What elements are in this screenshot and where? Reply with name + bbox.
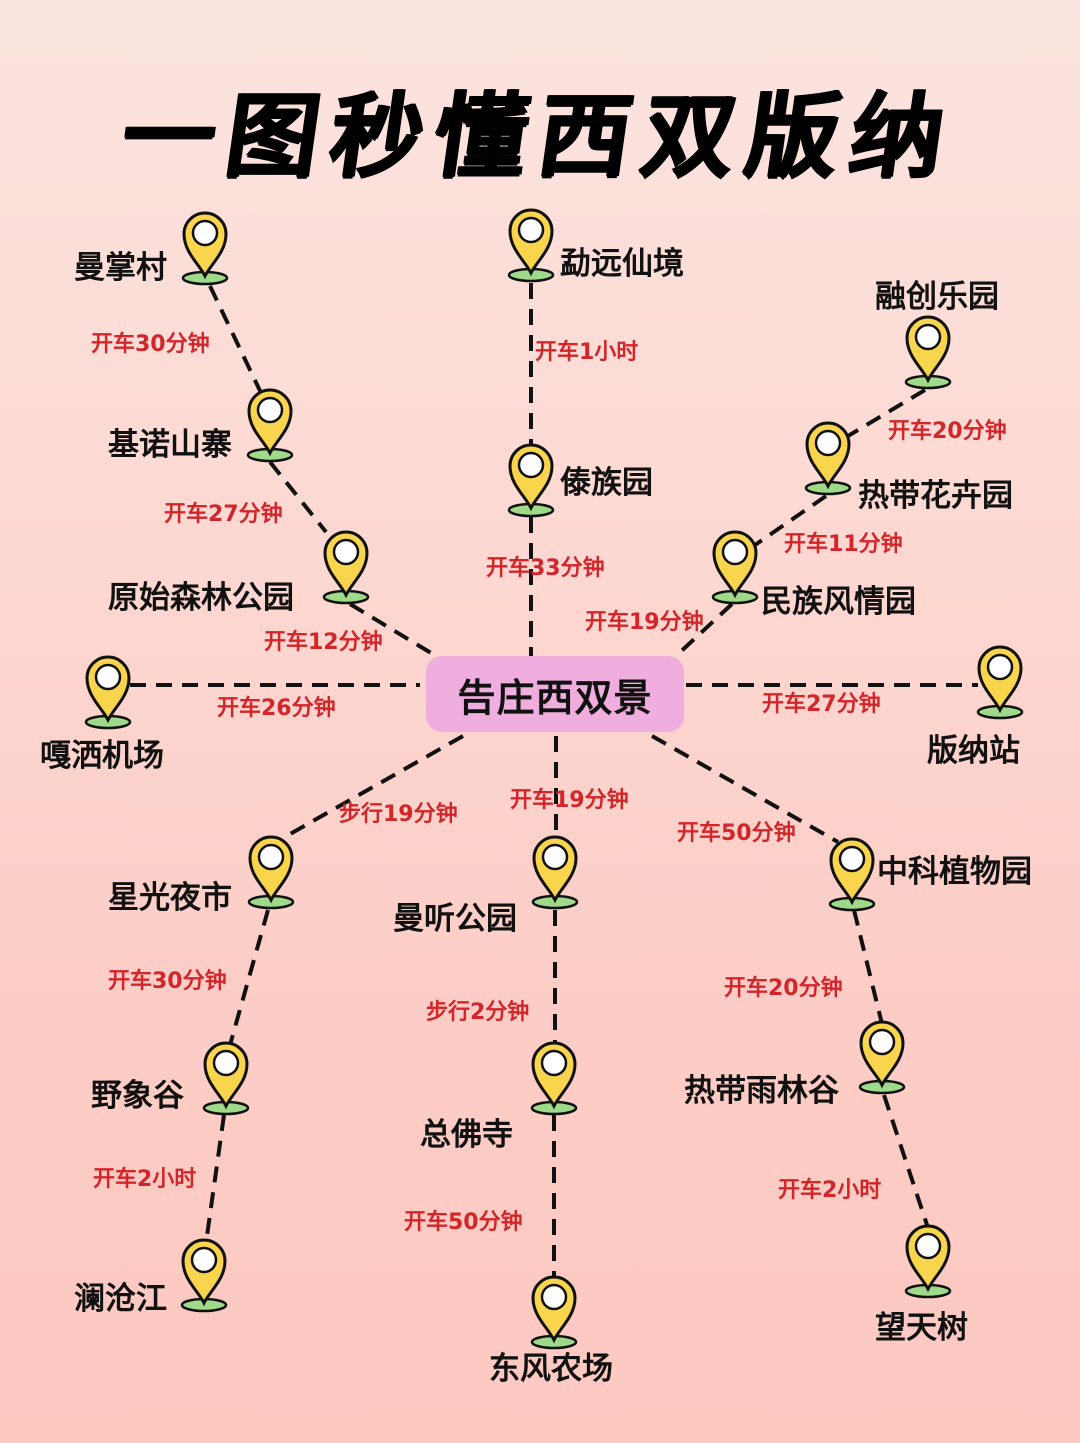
route-line-manzhang-jinuo [208, 285, 264, 396]
route-label-yexiang-lancang: 开车2小时 [93, 1167, 197, 1192]
map-pin-icon [202, 1041, 250, 1116]
route-line-minzu-hub [674, 602, 734, 658]
place-label-rongchuang: 融创乐园 [875, 279, 999, 315]
route-label-minzu-hub: 开车19分钟 [585, 610, 704, 635]
place-label-manzhang: 曼掌村 [74, 250, 167, 286]
place-label-wangtian: 望天树 [875, 1310, 968, 1346]
place-label-zhongke: 中科植物园 [877, 854, 1032, 890]
map-pin-icon [828, 837, 876, 912]
place-label-xingguang: 星光夜市 [108, 880, 232, 916]
route-label-mengyuan-daizu: 开车1小时 [535, 340, 639, 365]
place-label-zongfo: 总佛寺 [420, 1117, 513, 1153]
map-pin-icon [180, 1238, 228, 1313]
place-label-dongfeng: 东风农场 [489, 1351, 613, 1387]
map-pin-icon [322, 530, 370, 605]
route-line-yuanshi-hub [348, 602, 438, 658]
place-label-lancang: 澜沧江 [74, 1281, 167, 1317]
map-pin-icon [247, 835, 295, 910]
route-label-manting-zongfo: 步行2分钟 [426, 1000, 530, 1025]
map-pin-icon [804, 421, 852, 496]
map-pin-icon [530, 1275, 578, 1350]
hub-label-gaozhuang: 告庄西双景 [426, 656, 684, 732]
map-pin-icon [507, 208, 555, 283]
route-line-rongchuang-huahui [846, 388, 927, 438]
map-pin-icon [711, 530, 759, 605]
route-label-huahui-minzu: 开车11分钟 [784, 532, 903, 557]
route-line-yulin-wangtian [882, 1094, 930, 1229]
route-label-yulin-wangtian: 开车2小时 [778, 1178, 882, 1203]
place-label-yulin: 热带雨林谷 [684, 1073, 839, 1109]
route-line-huahui-minzu [753, 494, 828, 547]
route-label-rongchuang-huahui: 开车20分钟 [888, 419, 1007, 444]
route-line-yexiang-lancang [204, 1114, 226, 1244]
map-pin-icon [858, 1020, 906, 1095]
place-label-yuanshi: 原始森林公园 [108, 580, 294, 616]
route-line-jinuo-yuanshi [268, 460, 328, 534]
place-label-gasa: 嘎洒机场 [40, 738, 164, 774]
map-pin-icon [181, 211, 229, 286]
route-line-xingguang-yexiang [228, 909, 270, 1046]
route-label-zhongke-yulin: 开车20分钟 [724, 976, 843, 1001]
route-label-manzhang-jinuo: 开车30分钟 [91, 332, 210, 357]
map-pin-icon [507, 443, 555, 518]
map-pin-icon [531, 835, 579, 910]
route-line-zhongke-yulin [852, 909, 884, 1025]
map-pin-icon [84, 655, 132, 730]
place-label-daizu: 傣族园 [560, 465, 653, 501]
place-label-banna: 版纳站 [927, 733, 1020, 769]
route-label-zongfo-dongfeng: 开车50分钟 [404, 1210, 523, 1235]
route-label-hub-xingguang: 步行19分钟 [339, 802, 458, 827]
route-label-hub-banna: 开车27分钟 [762, 692, 881, 717]
route-label-hub-manting: 开车19分钟 [510, 788, 629, 813]
place-label-minzu: 民族风情园 [761, 584, 916, 620]
route-label-gasa-hub: 开车26分钟 [217, 696, 336, 721]
map-pin-icon [976, 645, 1024, 720]
map-pin-icon [904, 315, 952, 390]
route-label-yuanshi-hub: 开车12分钟 [264, 630, 383, 655]
route-label-xingguang-yexiang: 开车30分钟 [108, 969, 227, 994]
map-pin-icon [246, 388, 294, 463]
place-label-yexiang: 野象谷 [91, 1078, 184, 1114]
map-pin-icon [904, 1224, 952, 1299]
place-label-jinuo: 基诺山寨 [108, 427, 232, 463]
place-label-manting: 曼听公园 [393, 901, 517, 937]
route-line-hub-zhongke [651, 734, 839, 844]
route-label-hub-zhongke: 开车50分钟 [677, 821, 796, 846]
map-pin-icon [530, 1041, 578, 1116]
place-label-huahui: 热带花卉园 [858, 478, 1013, 514]
route-line-hub-xingguang [282, 734, 464, 840]
place-label-mengyuan: 勐远仙境 [560, 246, 684, 282]
route-label-jinuo-yuanshi: 开车27分钟 [164, 502, 283, 527]
route-label-daizu-hub: 开车33分钟 [486, 556, 605, 581]
